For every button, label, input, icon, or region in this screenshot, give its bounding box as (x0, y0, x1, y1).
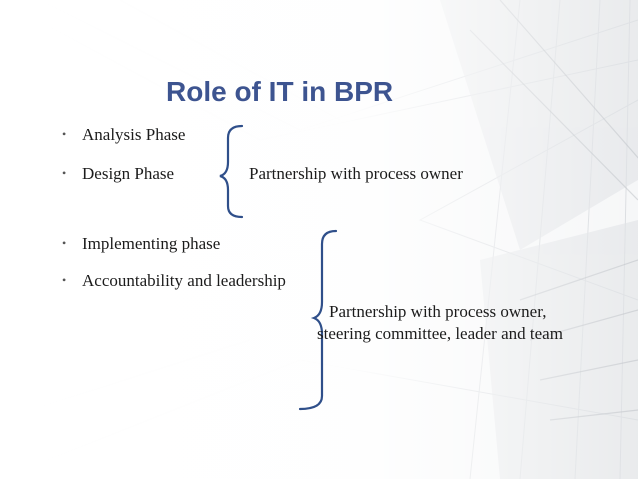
bullet-item-accountability: • Accountability and leadership (62, 271, 286, 291)
bullet-dot: • (62, 166, 67, 180)
bullet-item-implementing: • Implementing phase (62, 234, 220, 254)
bullet-dot: • (62, 236, 67, 250)
bullet-text: Accountability and leadership (82, 271, 286, 290)
group1-label: Partnership with process owner (249, 164, 463, 183)
bullet-item-design: • Design Phase (62, 164, 174, 184)
bullet-dot: • (62, 127, 67, 141)
bullet-text: Analysis Phase (82, 125, 186, 144)
bullet-text: Implementing phase (82, 234, 221, 253)
bullet-dot: • (62, 273, 67, 287)
group2-label-line1: Partnership with process owner, (329, 302, 547, 321)
slide-title: Role of IT in BPR (166, 76, 394, 107)
bullet-item-analysis: • Analysis Phase (62, 125, 185, 145)
bullet-text: Design Phase (82, 164, 175, 183)
group2-label-line2: steering committee, leader and team (317, 324, 563, 343)
